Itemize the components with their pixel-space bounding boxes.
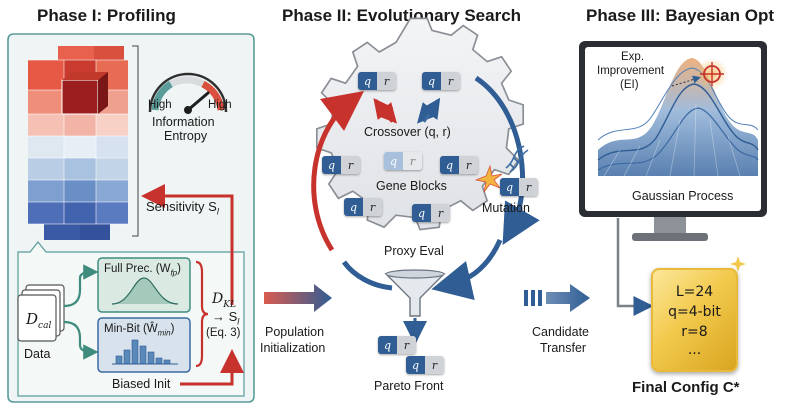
sparkle-icon xyxy=(730,256,746,272)
biased-init-label: Biased Init xyxy=(112,377,171,391)
sensitivity-label: Sensitivity Sl xyxy=(146,199,219,217)
min-bit-label: Min-Bit (Ŵmin) xyxy=(104,323,175,338)
biased-init-arrow xyxy=(180,349,244,386)
phase2-title: Phase II: Evolutionary Search xyxy=(282,6,522,25)
proxy-eval-label: Proxy Eval xyxy=(384,244,444,258)
eq-label: (Eq. 3) xyxy=(206,327,241,339)
ei-label-line3: (EI) xyxy=(620,79,639,91)
entropy-gauge-icon xyxy=(148,72,228,114)
gene-blocks-label: Gene Blocks xyxy=(376,179,447,193)
population-label-line2: Initialization xyxy=(260,341,326,355)
data-document-icon xyxy=(17,284,65,342)
ei-label-line1: Exp. xyxy=(621,51,645,63)
arrow-s-label: → Sl xyxy=(212,309,240,327)
ei-label-line2: Improvement xyxy=(597,65,665,77)
layer-cube-tower xyxy=(28,45,139,240)
data-symbol: Dcal xyxy=(26,310,52,331)
mutation-label: Mutation xyxy=(482,201,530,215)
dna-icon xyxy=(505,145,529,173)
cycle-arrow-bottom-left xyxy=(341,260,393,291)
cycle-arrow-right xyxy=(474,75,540,246)
gauge-high-label: High xyxy=(208,99,232,111)
gaussian-process-surface xyxy=(597,58,759,177)
sensitivity-arrow xyxy=(141,184,234,305)
candidate-label-line2: Transfer xyxy=(540,341,587,355)
config-q: q=4-bit xyxy=(668,304,721,320)
final-config-label: Final Config C* xyxy=(632,379,740,396)
entropy-label-line1: Information xyxy=(152,115,215,129)
gaussian-process-label: Gaussian Process xyxy=(632,189,734,203)
candidate-transfer-arrow xyxy=(524,284,590,312)
full-precision-label: Full Prec. (Wfp) xyxy=(104,263,181,278)
gauge-low-label: High xyxy=(148,99,172,111)
population-label-line1: Population xyxy=(265,325,325,339)
population-arrow xyxy=(264,284,332,312)
config-r: r=8 xyxy=(681,324,708,340)
pareto-front-label: Pareto Front xyxy=(374,379,444,393)
entropy-label-line2: Entropy xyxy=(164,129,208,143)
config-more: ... xyxy=(687,342,702,358)
phase1-title: Phase I: Profiling xyxy=(37,6,176,25)
config-L: L=24 xyxy=(675,284,714,300)
dkl-label: DKL xyxy=(212,291,236,310)
candidate-label-line1: Candidate xyxy=(532,325,589,339)
cycle-arrow-left xyxy=(311,90,364,252)
crossover-label: Crossover (q, r) xyxy=(364,125,451,139)
gaussian-curve-icon xyxy=(111,277,179,305)
funnel-icon xyxy=(384,269,446,317)
data-label: Data xyxy=(24,347,51,361)
cycle-arrow-bottom xyxy=(431,238,503,301)
phase3-title: Phase III: Bayesian Opt xyxy=(586,6,775,25)
final-config-card: L=24 q=4-bit r=8 ... xyxy=(651,268,738,372)
monitor-to-config-arrow xyxy=(616,218,654,316)
